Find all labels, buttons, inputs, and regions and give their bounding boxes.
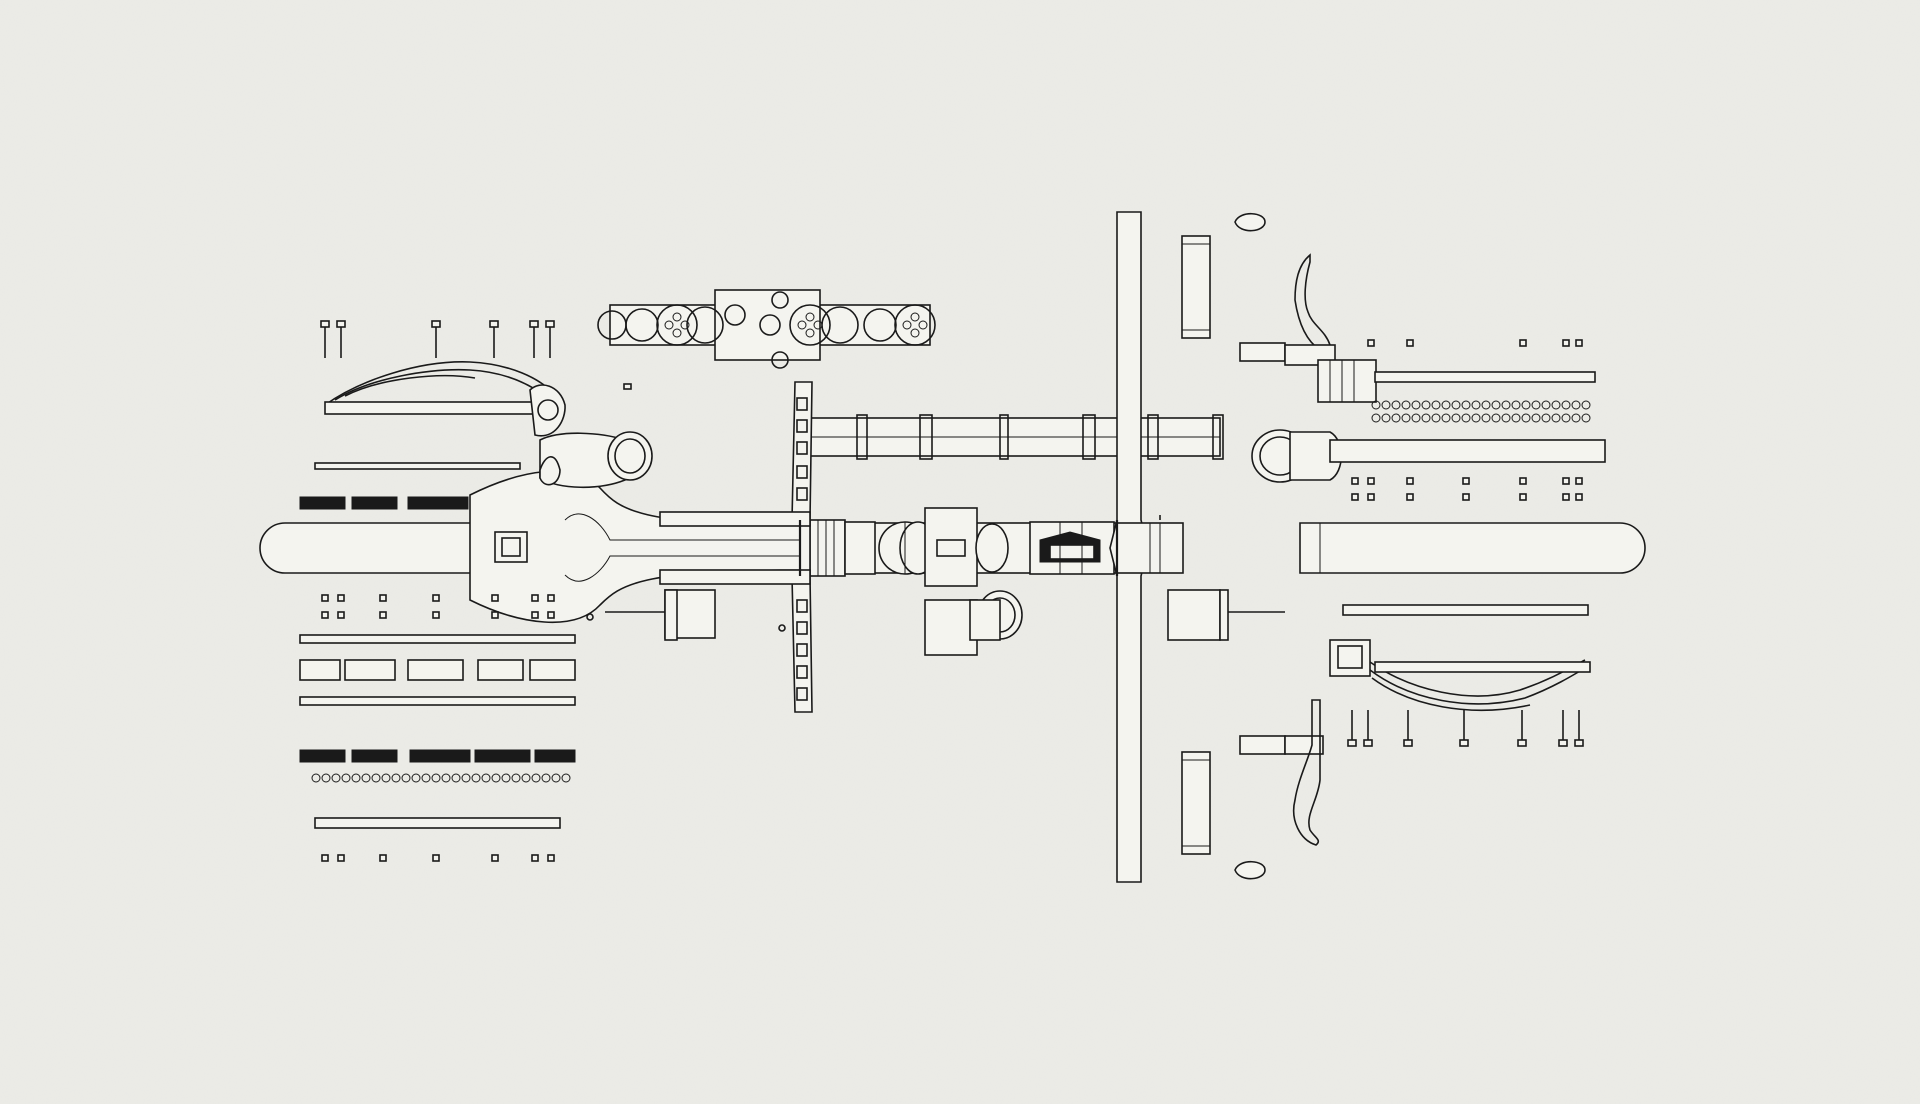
right-bead-row xyxy=(1371,400,1591,423)
left-lower-blocks xyxy=(605,589,1285,656)
left-bolts-row xyxy=(320,320,555,358)
upper-tube-assembly xyxy=(794,414,1224,460)
left-rails xyxy=(299,383,632,862)
left-seat-assembly xyxy=(539,431,653,489)
sprocket-plate xyxy=(791,381,813,713)
vertical-crank-arm xyxy=(1109,211,1184,883)
right-lower-parts xyxy=(1181,604,1591,880)
left-fork-body xyxy=(469,470,811,624)
left-bead-row xyxy=(311,773,571,783)
left-nut-rows xyxy=(321,594,555,862)
center-hub-assembly xyxy=(799,507,1121,587)
right-nut-rows xyxy=(1351,339,1583,501)
left-curved-bracket-top xyxy=(324,361,566,437)
fastener-accents xyxy=(586,515,1161,632)
barrel-cluster xyxy=(597,289,936,369)
right-top-parts xyxy=(1181,212,1606,501)
